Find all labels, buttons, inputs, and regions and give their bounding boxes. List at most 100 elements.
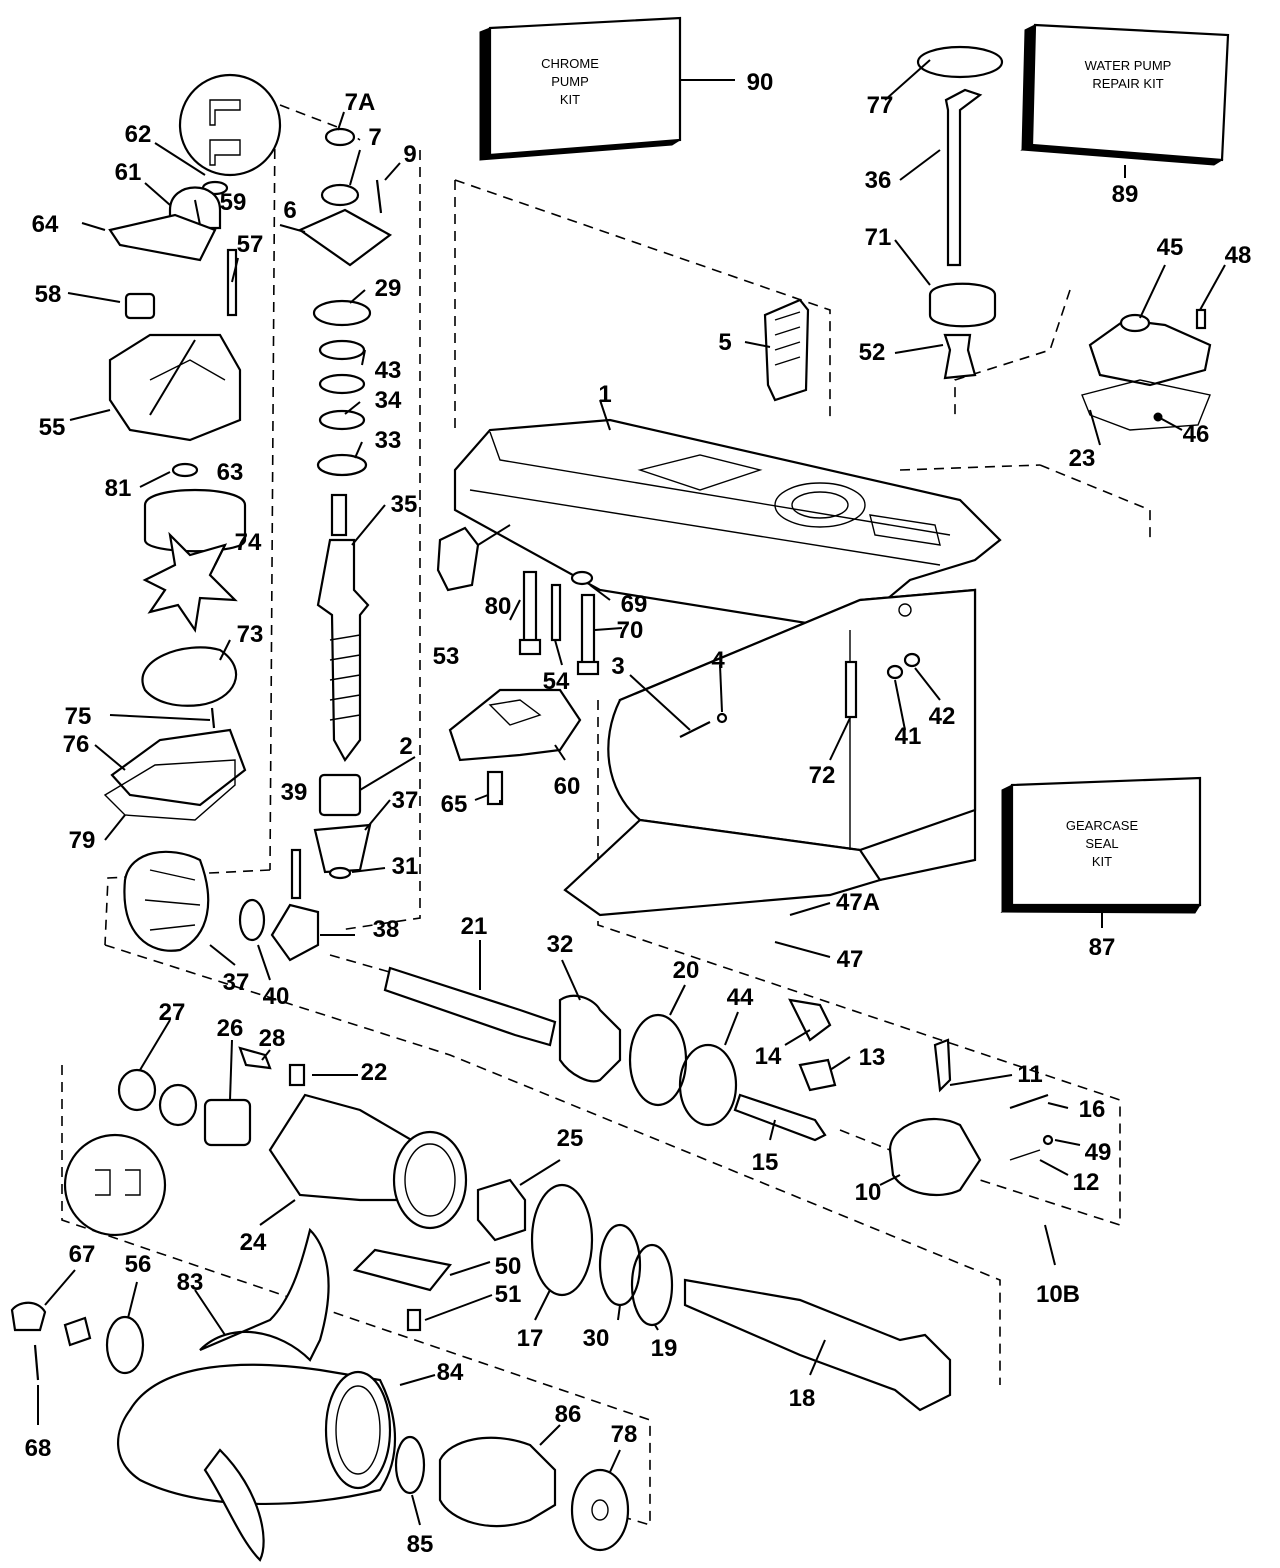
callout-63: 63 — [217, 459, 244, 486]
gearcase-kit-line1: GEARCASE — [1066, 818, 1139, 833]
callout-71: 71 — [865, 224, 892, 251]
callout-86: 86 — [555, 1401, 582, 1428]
callout-39: 39 — [281, 779, 308, 806]
callout-46: 46 — [1183, 421, 1210, 448]
callout-87: 87 — [1089, 934, 1116, 961]
callout-19: 19 — [651, 1335, 678, 1362]
callout-80: 80 — [485, 593, 512, 620]
callout-54: 54 — [543, 668, 570, 695]
callout-37-lower: 37 — [223, 969, 250, 996]
callout-90: 90 — [747, 69, 774, 96]
callout-89: 89 — [1112, 181, 1139, 208]
callout-68: 68 — [25, 1435, 52, 1462]
gearcase-housing — [453, 418, 1002, 917]
callout-55: 55 — [39, 414, 66, 441]
callout-25: 25 — [557, 1125, 584, 1152]
callout-70: 70 — [617, 617, 644, 644]
callout-58: 58 — [35, 281, 62, 308]
water-pump-kit-line1: WATER PUMP — [1085, 58, 1172, 73]
callout-12: 12 — [1073, 1169, 1100, 1196]
callout-38: 38 — [373, 916, 400, 943]
callout-numbers: 90 89 87 7A 7 9 6 29 43 34 33 35 2 37 31… — [25, 69, 1252, 1558]
propeller-parts — [10, 1227, 630, 1562]
callout-53: 53 — [433, 643, 460, 670]
callout-20: 20 — [673, 957, 700, 984]
gearcase-kit-line2: SEAL — [1085, 836, 1118, 851]
callout-61: 61 — [115, 159, 142, 186]
callout-57: 57 — [237, 231, 264, 258]
callout-59: 59 — [220, 189, 247, 216]
callout-64: 64 — [32, 211, 59, 238]
callout-81: 81 — [105, 475, 132, 502]
callout-24: 24 — [240, 1229, 267, 1256]
housing-small-parts — [679, 652, 921, 738]
callout-5: 5 — [718, 329, 731, 356]
assembly-dashed-lines — [61, 104, 1151, 1527]
callout-35: 35 — [391, 491, 418, 518]
callout-28: 28 — [259, 1025, 286, 1052]
callout-72: 72 — [809, 762, 836, 789]
callout-60: 60 — [554, 773, 581, 800]
water-pump-repair-kit-box: WATER PUMP REPAIR KIT — [1020, 23, 1230, 178]
callout-67: 67 — [69, 1241, 96, 1268]
trim-tab-60 — [448, 688, 582, 806]
propshaft-parts — [123, 850, 1054, 1197]
callout-79: 79 — [69, 827, 96, 854]
callout-23: 23 — [1069, 445, 1096, 472]
callout-30: 30 — [583, 1325, 610, 1352]
callout-42: 42 — [929, 703, 956, 730]
callout-75: 75 — [65, 703, 92, 730]
callout-45: 45 — [1157, 234, 1184, 261]
callout-7A: 7A — [345, 89, 376, 116]
callout-40: 40 — [263, 983, 290, 1010]
callout-6: 6 — [283, 197, 296, 224]
gearcase-seal-kit-box: GEARCASE SEAL KIT — [1000, 776, 1202, 928]
callout-44: 44 — [727, 984, 754, 1011]
chrome-pump-kit-line3: KIT — [560, 92, 580, 107]
callout-32: 32 — [547, 931, 574, 958]
anode-53 — [436, 524, 511, 592]
callout-78: 78 — [611, 1421, 638, 1448]
callout-10B: 10B — [1036, 1281, 1080, 1308]
callout-33: 33 — [375, 427, 402, 454]
callout-49: 49 — [1085, 1139, 1112, 1166]
callout-62: 62 — [125, 121, 152, 148]
leader-lines — [37, 59, 1226, 1526]
callout-4: 4 — [711, 647, 725, 674]
callout-7: 7 — [368, 124, 381, 151]
chrome-pump-kit-box: CHROME PUMP KIT — [479, 16, 735, 161]
callout-14: 14 — [755, 1043, 782, 1070]
callout-18: 18 — [789, 1385, 816, 1412]
water-pump-kit-line2: REPAIR KIT — [1092, 76, 1163, 91]
callout-27: 27 — [159, 999, 186, 1026]
callout-73: 73 — [237, 621, 264, 648]
callout-77: 77 — [867, 92, 894, 119]
callout-69: 69 — [621, 591, 648, 618]
driveshaft-parts — [290, 127, 393, 900]
callout-74: 74 — [235, 529, 262, 556]
callout-48: 48 — [1225, 242, 1252, 269]
callout-65: 65 — [441, 791, 468, 818]
callout-52: 52 — [859, 339, 886, 366]
callout-56: 56 — [125, 1251, 152, 1278]
callout-84: 84 — [437, 1359, 464, 1386]
callout-17: 17 — [517, 1325, 544, 1352]
callout-22: 22 — [361, 1059, 388, 1086]
callout-83: 83 — [177, 1269, 204, 1296]
callout-85: 85 — [407, 1531, 434, 1558]
water-pump-parts — [103, 73, 282, 821]
callout-41: 41 — [895, 723, 922, 750]
callout-50: 50 — [495, 1253, 522, 1280]
callout-31: 31 — [392, 853, 419, 880]
callout-9: 9 — [403, 141, 416, 168]
housing-bolts — [518, 570, 600, 676]
callout-26: 26 — [217, 1015, 244, 1042]
callout-36: 36 — [865, 167, 892, 194]
chrome-pump-kit-line1: CHROME — [541, 56, 599, 71]
callout-15: 15 — [752, 1149, 779, 1176]
callout-10: 10 — [855, 1179, 882, 1206]
callout-76: 76 — [63, 731, 90, 758]
callout-1: 1 — [598, 381, 611, 408]
callout-3: 3 — [611, 653, 624, 680]
